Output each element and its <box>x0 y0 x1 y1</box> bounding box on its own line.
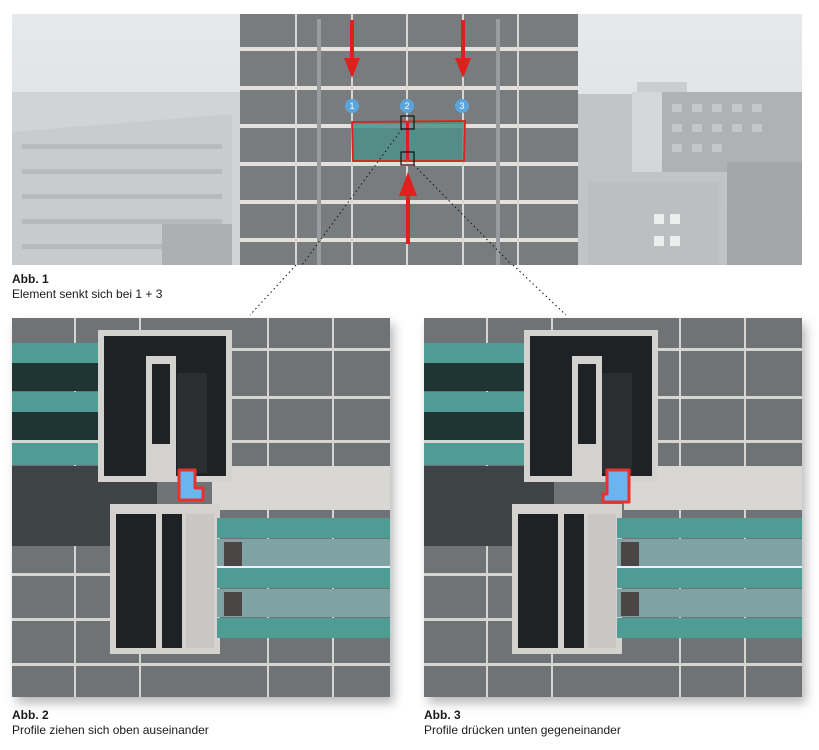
marker-1: 1 <box>345 99 359 113</box>
figure-caption: Element senkt sich bei 1 + 3 <box>12 287 163 301</box>
marker-3: 3 <box>455 99 469 113</box>
figure-2-profile-detail <box>12 318 390 697</box>
gasket-highlight <box>177 468 205 502</box>
figure-3-profile-detail <box>424 318 802 697</box>
background-buildings-right <box>578 82 802 265</box>
glass-lower <box>217 518 390 638</box>
detail-box-bottom <box>400 151 415 166</box>
connector-lines <box>249 264 567 316</box>
building-illustration <box>12 14 802 265</box>
glass-lower <box>617 518 802 638</box>
marker-2: 2 <box>400 99 414 113</box>
figure-label: Abb. 2 <box>12 708 49 722</box>
figure-label: Abb. 1 <box>12 272 49 286</box>
profile-section-illustration <box>424 318 802 697</box>
upper-profile <box>98 330 232 482</box>
figure-caption: Profile drücken unten gegeneinander <box>424 723 621 737</box>
upper-profile <box>524 330 658 482</box>
lower-profile <box>110 504 220 654</box>
profile-section-illustration <box>12 318 390 697</box>
figure-1-building-overview: 1 2 3 <box>12 14 802 265</box>
lower-profile <box>512 504 622 654</box>
detail-box-top <box>400 115 415 130</box>
load-arrows <box>344 20 471 244</box>
caption-figure-2: Abb. 2 Profile ziehen sich oben auseinan… <box>12 708 209 738</box>
gasket-highlight <box>601 468 631 504</box>
figure-caption: Profile ziehen sich oben auseinander <box>12 723 209 737</box>
background-buildings-left <box>12 92 240 265</box>
caption-figure-3: Abb. 3 Profile drücken unten gegeneinand… <box>424 708 621 738</box>
figure-label: Abb. 3 <box>424 708 461 722</box>
caption-figure-1: Abb. 1 Element senkt sich bei 1 + 3 <box>12 272 162 302</box>
